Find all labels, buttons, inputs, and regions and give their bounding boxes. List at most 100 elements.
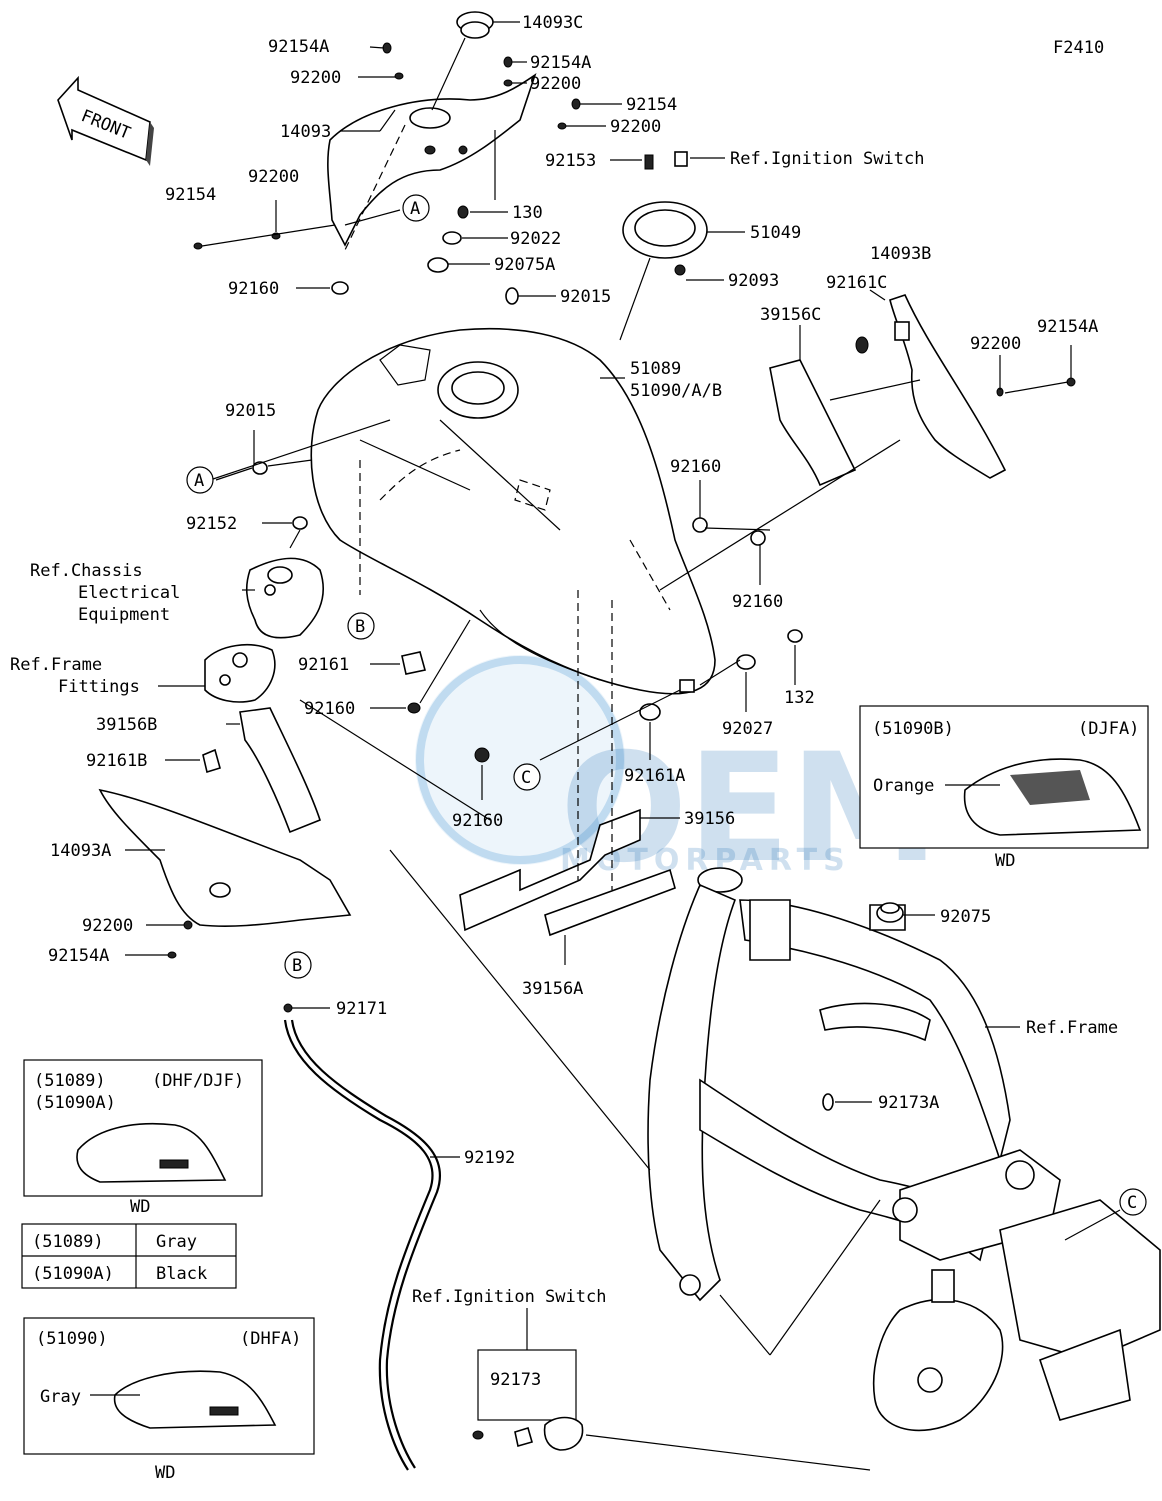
inset-djfa-caption: WD (995, 851, 1015, 871)
callout-92173A: 92173A (878, 1093, 939, 1113)
callout-92152: 92152 (186, 514, 237, 534)
front-arrow-icon: FRONT (57, 75, 154, 166)
table-code-2: (51090A) (32, 1264, 114, 1284)
callout-ref-chassis-3: Equipment (78, 605, 170, 625)
callout-ref-chassis: Ref.Chassis (30, 561, 143, 581)
svg-text:B: B (292, 956, 302, 976)
callout-130: 130 (512, 203, 543, 223)
callout-92154A: 92154A (1037, 317, 1098, 337)
callout-92200: 92200 (970, 334, 1021, 354)
inset-djfa-code: (51090B) (872, 719, 954, 739)
ref-circle-C-frame: C (1119, 1188, 1147, 1216)
table-code-1: (51089) (32, 1232, 104, 1252)
fuel-tank (310, 327, 716, 695)
callout-92173: 92173 (490, 1370, 541, 1390)
callout-92161C: 92161C (826, 273, 887, 293)
callout-92161A: 92161A (624, 766, 685, 786)
inset-dhfa-code: (51090) (36, 1329, 108, 1349)
callout-92154: 92154 (165, 185, 216, 205)
svg-text:A: A (410, 199, 420, 219)
pad-39156A (544, 868, 676, 937)
svg-text:B: B (355, 617, 365, 637)
callout-92160: 92160 (228, 279, 279, 299)
callout-14093: 14093 (280, 122, 331, 142)
callout-92161B: 92161B (86, 751, 147, 771)
callout-92160: 92160 (452, 811, 503, 831)
callout-ref-frame-fittings: Ref.Frame (10, 655, 102, 675)
ignition-switch-parts (472, 1349, 584, 1451)
callout-92027: 92027 (722, 719, 773, 739)
callout-92154A: 92154A (268, 37, 329, 57)
color-table: (51089) Gray (51090A) Black (21, 1223, 237, 1289)
ref-circle-B-hose: B (284, 951, 312, 979)
callout-92200: 92200 (610, 117, 661, 137)
inset-djfa: (51090B) (DJFA) Orange WD (859, 705, 1149, 871)
frame-fittings (204, 644, 276, 703)
callout-92200: 92200 (248, 167, 299, 187)
callout-92160: 92160 (670, 457, 721, 477)
svg-text:C: C (521, 768, 531, 788)
frame (647, 867, 1161, 1432)
callout-39156A: 39156A (522, 979, 583, 999)
callout-92154: 92154 (626, 95, 677, 115)
fasteners (167, 42, 1076, 1111)
callout-92160: 92160 (732, 592, 783, 612)
ref-circle-B-left: B (347, 612, 375, 640)
callout-ref-chassis-2: Electrical (78, 583, 180, 603)
callout-92015: 92015 (560, 287, 611, 307)
fuel-cap-51049 (619, 151, 745, 341)
callout-ref-ignition: Ref.Ignition Switch (412, 1287, 606, 1307)
callout-ref-ignition: Ref.Ignition Switch (730, 149, 924, 169)
inset-dhf-models: (DHF/DJF) (152, 1071, 244, 1091)
callout-92200: 92200 (290, 68, 341, 88)
figure-code: F2410 (1053, 38, 1104, 58)
callout-14093B: 14093B (870, 244, 931, 264)
callout-labels: 14093C 92154A 92154A 92200 92200 92154 1… (10, 13, 1118, 1390)
inset-dhf-code-2: (51090A) (34, 1093, 116, 1113)
grommet-92075 (876, 902, 904, 923)
callout-92075: 92075 (940, 907, 991, 927)
ref-circle-A-left: A (186, 466, 214, 494)
inset-djfa-model: (DJFA) (1078, 719, 1139, 739)
callout-92022: 92022 (510, 229, 561, 249)
table-color-2: Black (156, 1264, 207, 1284)
inset-dhf: (51089) (DHF/DJF) (51090A) WD (23, 1059, 263, 1217)
callout-92200: 92200 (530, 74, 581, 94)
table-color-1: Gray (156, 1232, 197, 1252)
ref-circle-A-top: A (402, 194, 430, 222)
callout-92160: 92160 (304, 699, 355, 719)
inset-dhfa-color: Gray (40, 1387, 81, 1407)
callout-14093C: 14093C (522, 13, 583, 33)
svg-text:C: C (1127, 1193, 1137, 1213)
callout-92192: 92192 (464, 1148, 515, 1168)
inset-dhfa-caption: WD (155, 1463, 175, 1483)
callout-ref-frame-fittings-2: Fittings (58, 677, 140, 697)
callout-92154A: 92154A (530, 53, 591, 73)
callout-132: 132 (784, 688, 815, 708)
side-cover-14093A (98, 788, 352, 927)
callout-92154A: 92154A (48, 946, 109, 966)
side-cover-14093B (855, 294, 1007, 479)
cover-14093 (327, 73, 537, 251)
inset-dhfa-model: (DHFA) (240, 1329, 301, 1349)
callout-92015: 92015 (225, 401, 276, 421)
callout-92171: 92171 (336, 999, 387, 1019)
callout-39156: 39156 (684, 809, 735, 829)
hose-92192 (283, 1019, 442, 1471)
pad-39156 (459, 808, 641, 932)
callout-92161: 92161 (298, 655, 349, 675)
callout-92093: 92093 (728, 271, 779, 291)
svg-text:A: A (194, 471, 204, 491)
callout-14093A: 14093A (50, 841, 111, 861)
bracket-chassis (245, 557, 325, 639)
callout-92153: 92153 (545, 151, 596, 171)
callout-ref-frame: Ref.Frame (1026, 1018, 1118, 1038)
callout-51090AB: 51090/A/B (630, 381, 722, 401)
callout-51089: 51089 (630, 359, 681, 379)
inset-dhf-code: (51089) (34, 1071, 106, 1091)
callout-39156B: 39156B (96, 715, 157, 735)
inset-dhfa: (51090) (DHFA) Gray WD (23, 1317, 315, 1483)
pad-39156B (239, 707, 321, 834)
leader-lines (125, 46, 1121, 1471)
